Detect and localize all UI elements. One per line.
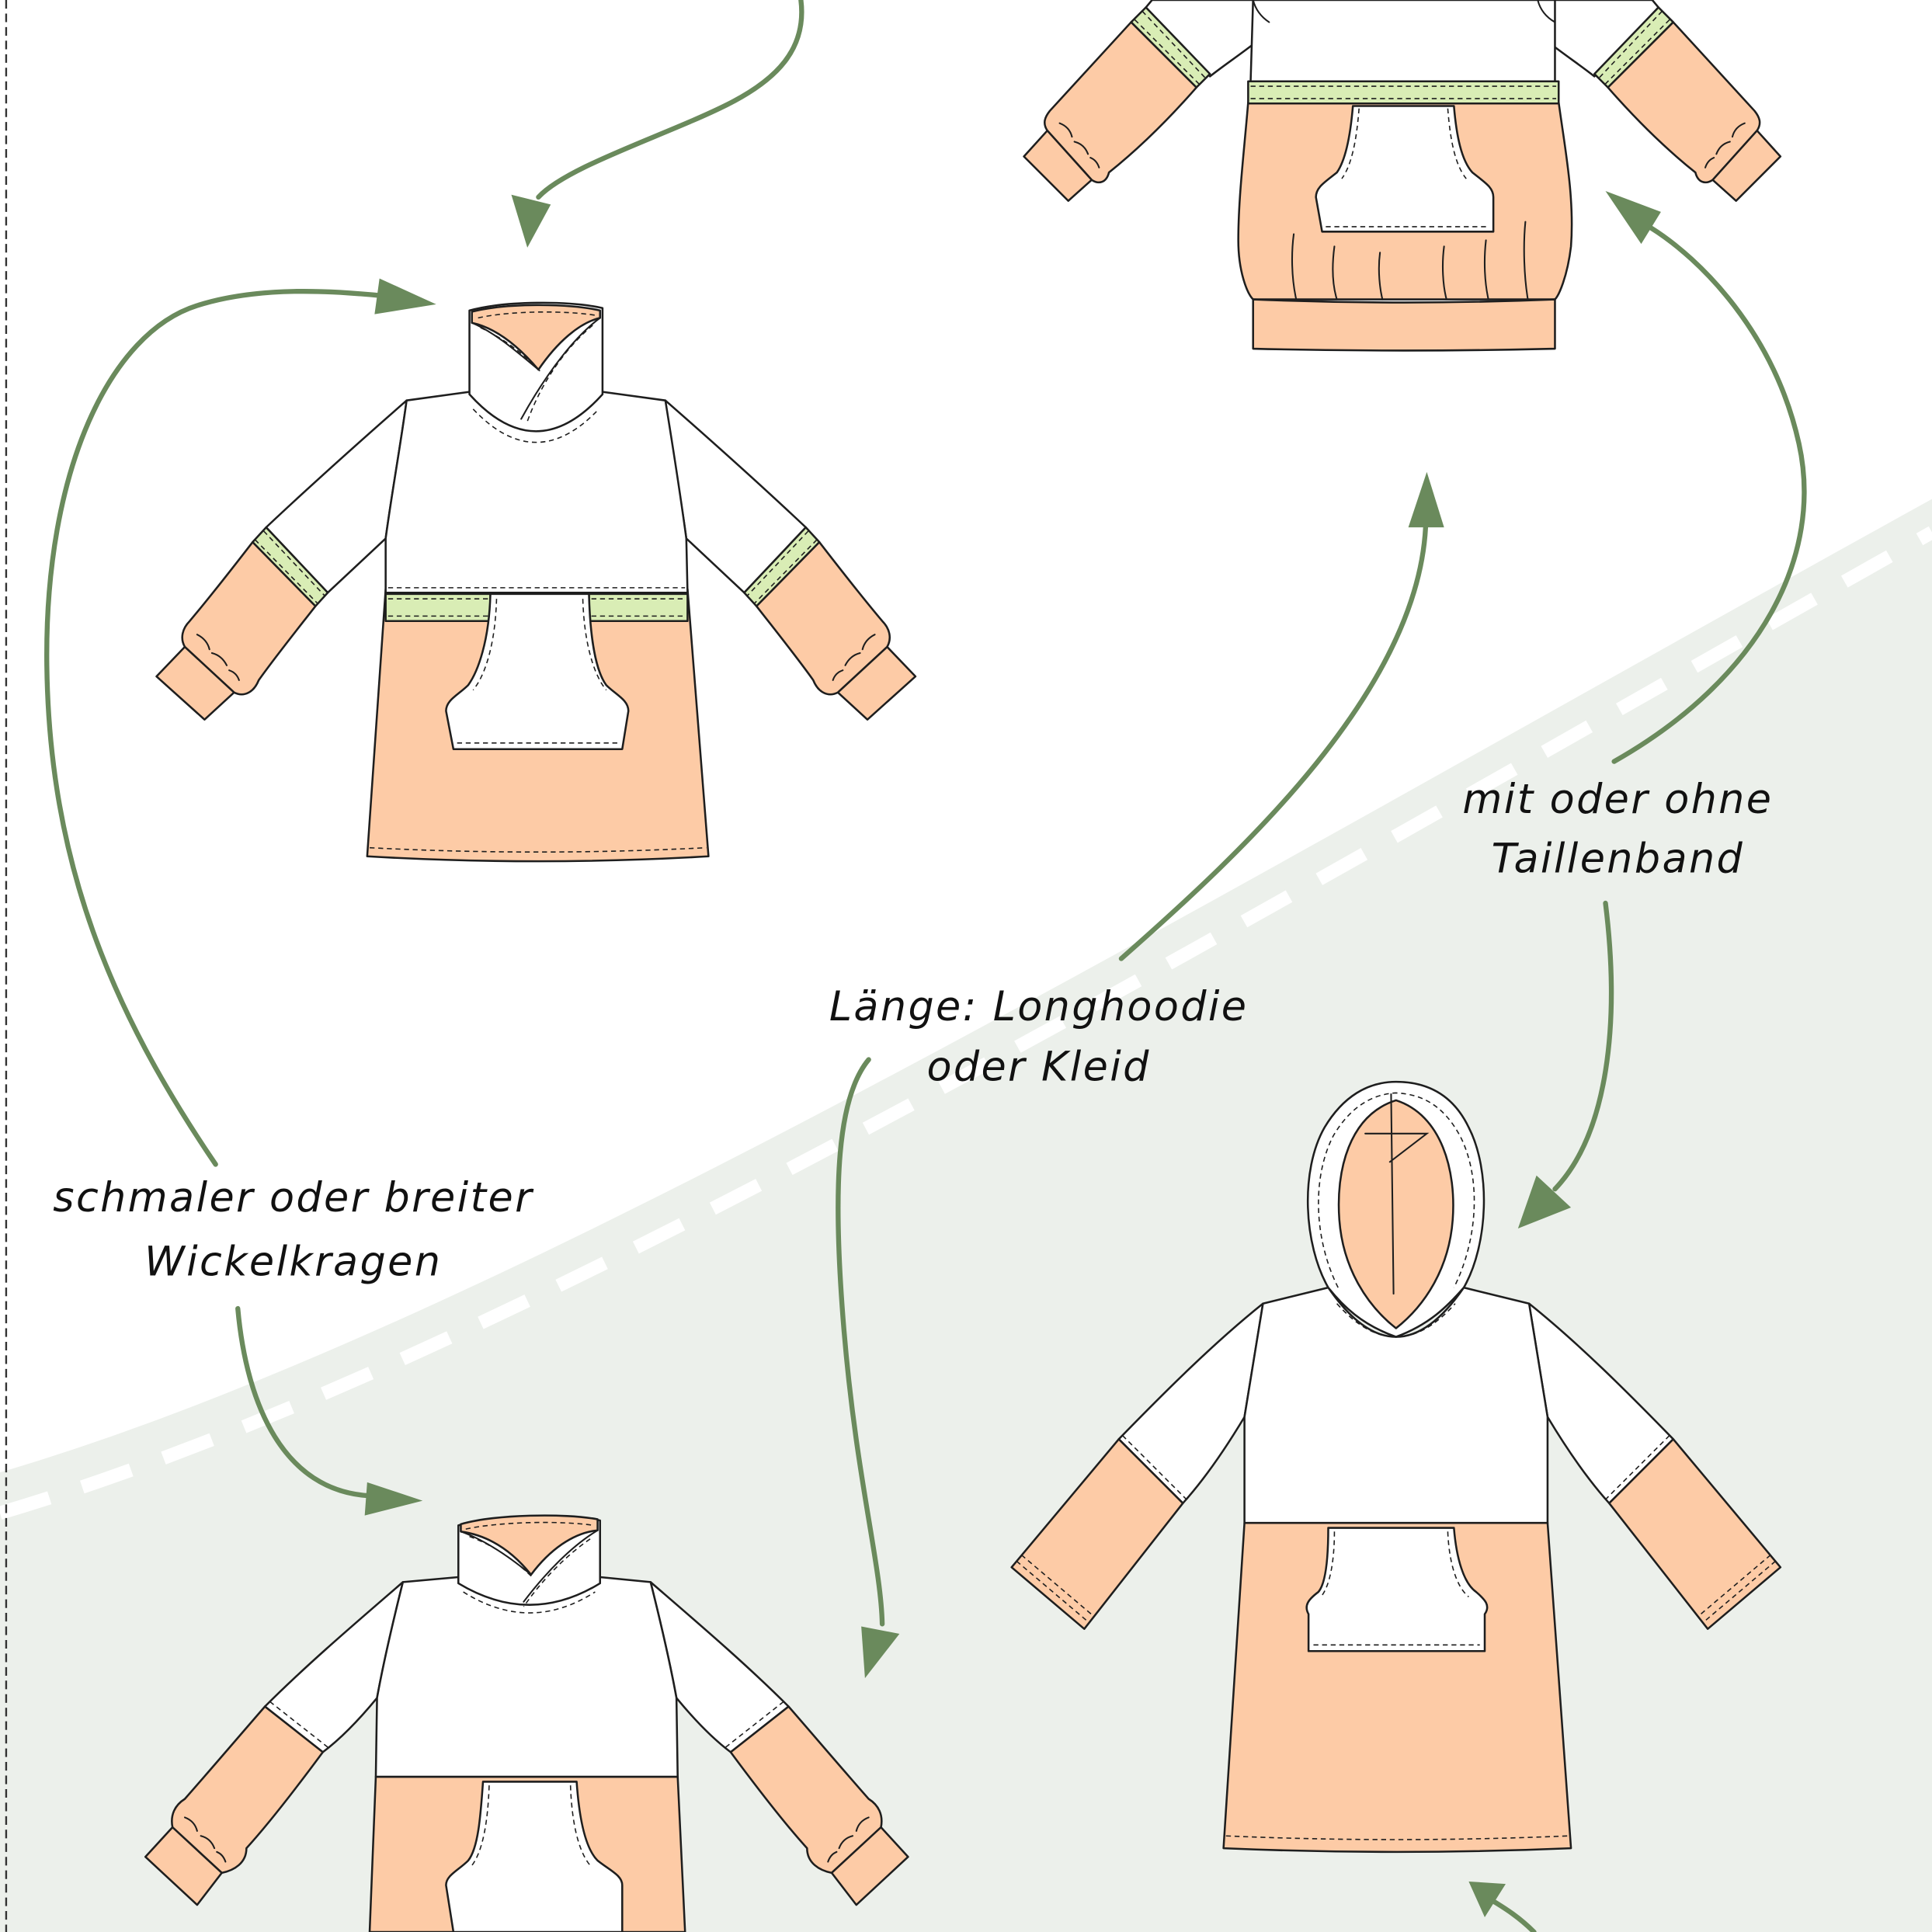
label-length-line2: oder Kleid	[926, 1044, 1150, 1091]
gather-lines	[183, 1816, 227, 1863]
divider-dashed-line	[0, 526, 1932, 1520]
collar-inner	[471, 304, 602, 371]
stitch-line	[1250, 85, 1557, 99]
stitch-line	[1134, 10, 1206, 85]
hood-base-lines	[1252, 0, 1556, 23]
stitch-line	[463, 1521, 596, 1614]
stitch-line	[471, 1785, 591, 1866]
arrow-bottom-right	[1468, 1881, 1537, 1932]
arrowhead	[1468, 1881, 1506, 1917]
label-waistband-line1: mit oder ohne	[1462, 776, 1773, 823]
label-waistband-line2: Taillenband	[1492, 835, 1745, 882]
arrow-waistband-label-up	[1605, 190, 1807, 764]
sleeve-left	[1010, 1302, 1264, 1630]
arrowhead	[364, 1482, 423, 1516]
arrow-waistband-label-down	[1517, 900, 1614, 1228]
label-collar-line2: Wickelkragen	[144, 1238, 442, 1285]
stitch-line	[472, 311, 599, 443]
sleeve-cuff	[144, 1826, 223, 1906]
body-yoke	[374, 1576, 679, 1778]
sleeve-left	[1023, 0, 1254, 202]
body-yoke	[1243, 1286, 1549, 1524]
gather-lines	[1291, 221, 1529, 301]
stitch-line	[1016, 1554, 1095, 1624]
arrow-collar-label-down	[235, 1305, 423, 1516]
kangaroo-pocket	[1315, 105, 1495, 233]
arrowhead	[511, 194, 551, 248]
stitch-line	[457, 599, 619, 744]
stitch-line	[1225, 1835, 1569, 1840]
hood-inner	[1337, 1099, 1454, 1329]
gather-lines	[1058, 122, 1100, 169]
stitch-line	[269, 1701, 328, 1748]
hem-band	[1252, 298, 1556, 352]
hood-seam-lines	[1364, 1093, 1430, 1295]
kangaroo-pocket	[1305, 1527, 1489, 1652]
collar-inner	[460, 1514, 599, 1576]
body-yoke	[1249, 0, 1556, 82]
arrow-top-to-wrap-collar	[511, 0, 804, 248]
stitch-line	[369, 846, 707, 853]
sleeve-lower	[1010, 1438, 1184, 1630]
sleeve-left	[155, 399, 408, 721]
arrow-length-label-down	[836, 1057, 900, 1679]
garment-sweater-with-waistband	[1023, 0, 1782, 352]
waistband-right	[588, 592, 689, 622]
arrowhead	[1517, 1175, 1572, 1228]
stitch-line	[1318, 1092, 1475, 1338]
stitch-line	[1313, 1531, 1480, 1646]
label-collar-line1: schmaler oder breiter	[53, 1174, 534, 1221]
stitch-line	[1326, 108, 1490, 228]
arrowhead	[1605, 190, 1661, 245]
kangaroo-pocket	[445, 1781, 624, 1932]
waistband-left	[384, 592, 492, 622]
sleeve-cuff	[155, 645, 235, 721]
sleeve-cuff	[1023, 129, 1093, 202]
garment-hooded-longhoodie	[1010, 1080, 1782, 1854]
arrowhead	[374, 278, 436, 314]
garment-wrap-collar-sweater	[144, 1514, 909, 1932]
collar-lapel-lines	[471, 317, 601, 420]
waistband	[1247, 80, 1560, 105]
arrowhead	[1408, 471, 1444, 528]
arrow-length-label-up	[1118, 471, 1444, 961]
label-length-line1: Länge: Longhoodie	[829, 983, 1249, 1030]
stitch-line	[254, 530, 326, 605]
arrowhead	[861, 1626, 900, 1679]
gather-lines	[196, 634, 240, 681]
arrow-collar-label-up	[44, 278, 436, 1167]
stitch-line	[1121, 1434, 1187, 1500]
garment-wrap-collar-longhoodie-banded	[155, 301, 917, 863]
kangaroo-pocket	[445, 592, 630, 751]
sleeve-left	[144, 1581, 405, 1906]
